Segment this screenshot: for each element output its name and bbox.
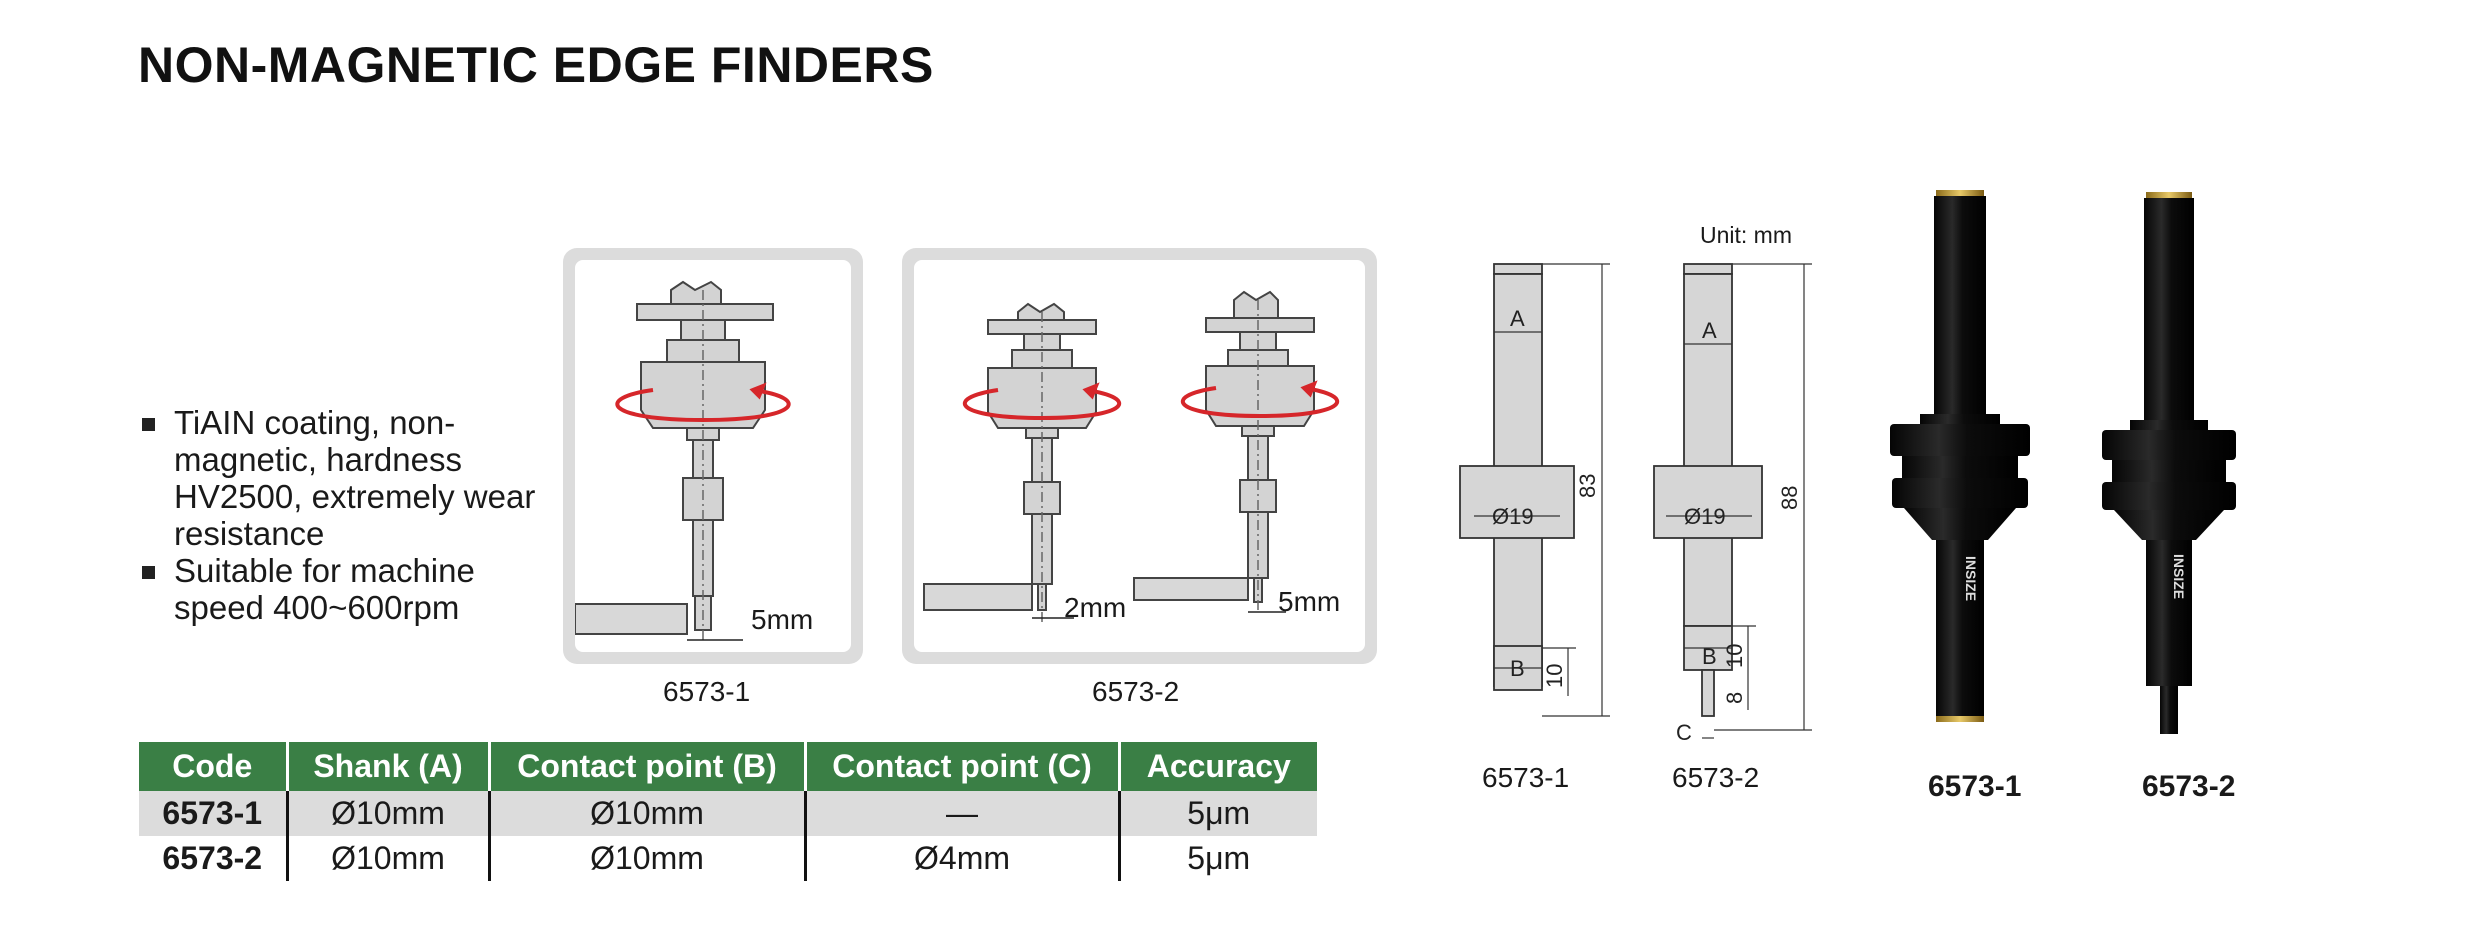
dim-length: 88 xyxy=(1777,486,1802,510)
column-header-contact-b: Contact point (B) xyxy=(489,742,807,791)
table-header-row: Code Shank (A) Contact point (B) Contact… xyxy=(139,742,1317,791)
offset-label-right: 5mm xyxy=(1278,586,1341,617)
cell-contact-b: Ø10mm xyxy=(489,791,807,836)
page-title: NON-MAGNETIC EDGE FINDERS xyxy=(138,37,934,93)
rotation-arrow-icon xyxy=(962,382,1122,421)
cell-shank: Ø10mm xyxy=(287,836,491,881)
illustration-panel-6573-2: 2mm 5mm xyxy=(902,248,1377,664)
dim-label-b: B xyxy=(1510,656,1525,681)
rotation-arrow-icon xyxy=(1180,380,1340,419)
edge-finder-6573-1-photo: INSIZE xyxy=(1890,190,2030,722)
photo-caption-6573-2: 6573-2 xyxy=(2142,770,2236,803)
column-header-shank: Shank (A) xyxy=(287,742,491,791)
cell-accuracy: 5μm xyxy=(1119,836,1317,881)
cell-shank: Ø10mm xyxy=(287,791,491,836)
rotation-arrow-icon xyxy=(615,382,791,423)
column-header-code: Code xyxy=(139,742,289,791)
drawing-caption-6573-2: 6573-2 xyxy=(1672,762,1760,793)
spec-table: Code Shank (A) Contact point (B) Contact… xyxy=(139,742,1317,881)
dim-label-c: C xyxy=(1676,720,1692,745)
brand-logo: INSIZE xyxy=(1963,556,1979,601)
offset-label: 5mm xyxy=(751,604,814,635)
illustration-caption-6573-1: 6573-1 xyxy=(663,676,751,707)
brand-logo: INSIZE xyxy=(2171,554,2187,599)
unit-label: Unit: mm xyxy=(1700,222,1792,248)
feature-list: TiAIN coating, non-magnetic, hardness HV… xyxy=(138,404,538,626)
drawing-caption-6573-1: 6573-1 xyxy=(1482,762,1570,793)
cell-contact-c: Ø4mm xyxy=(805,836,1121,881)
table-row: 6573-1 Ø10mm Ø10mm — 5μm xyxy=(139,791,1317,836)
cell-contact-c: — xyxy=(805,791,1121,836)
edge-finder-6573-2-photo: INSIZE xyxy=(2102,192,2236,734)
cell-accuracy: 5μm xyxy=(1119,791,1317,836)
dim-b-length: 10 xyxy=(1542,664,1567,688)
illustration-panel-6573-1: 5mm xyxy=(563,248,863,664)
table-row: 6573-2 Ø10mm Ø10mm Ø4mm 5μm xyxy=(139,836,1317,881)
spindle-diagram-6573-2 xyxy=(923,290,1340,622)
dim-label-b: B xyxy=(1702,644,1717,669)
column-header-contact-c: Contact point (C) xyxy=(805,742,1121,791)
cell-contact-b: Ø10mm xyxy=(489,836,807,881)
dim-length: 83 xyxy=(1575,474,1600,498)
product-photos: INSIZE INSIZE xyxy=(1890,190,2236,734)
dim-label-a: A xyxy=(1510,306,1525,331)
dim-b-length: 10 xyxy=(1722,644,1747,668)
cell-code: 6573-2 xyxy=(139,836,289,881)
spindle-diagram-6573-1 xyxy=(575,280,791,641)
dim-label-a: A xyxy=(1702,318,1717,343)
dim-diameter: Ø19 xyxy=(1492,504,1534,529)
feature-item: TiAIN coating, non-magnetic, hardness HV… xyxy=(138,404,538,552)
cell-code: 6573-1 xyxy=(139,791,289,836)
feature-item: Suitable for machine speed 400~600rpm xyxy=(138,552,538,626)
column-header-accuracy: Accuracy xyxy=(1119,742,1317,791)
dim-diameter: Ø19 xyxy=(1684,504,1726,529)
photo-caption-6573-1: 6573-1 xyxy=(1928,770,2022,803)
offset-label-left: 2mm xyxy=(1064,592,1127,623)
illustration-caption-6573-2: 6573-2 xyxy=(1092,676,1180,707)
dimension-drawings: A Ø19 B 83 10 A Ø19 B C 88 10 8 xyxy=(1459,263,1812,745)
dim-c-length: 8 xyxy=(1722,692,1747,704)
